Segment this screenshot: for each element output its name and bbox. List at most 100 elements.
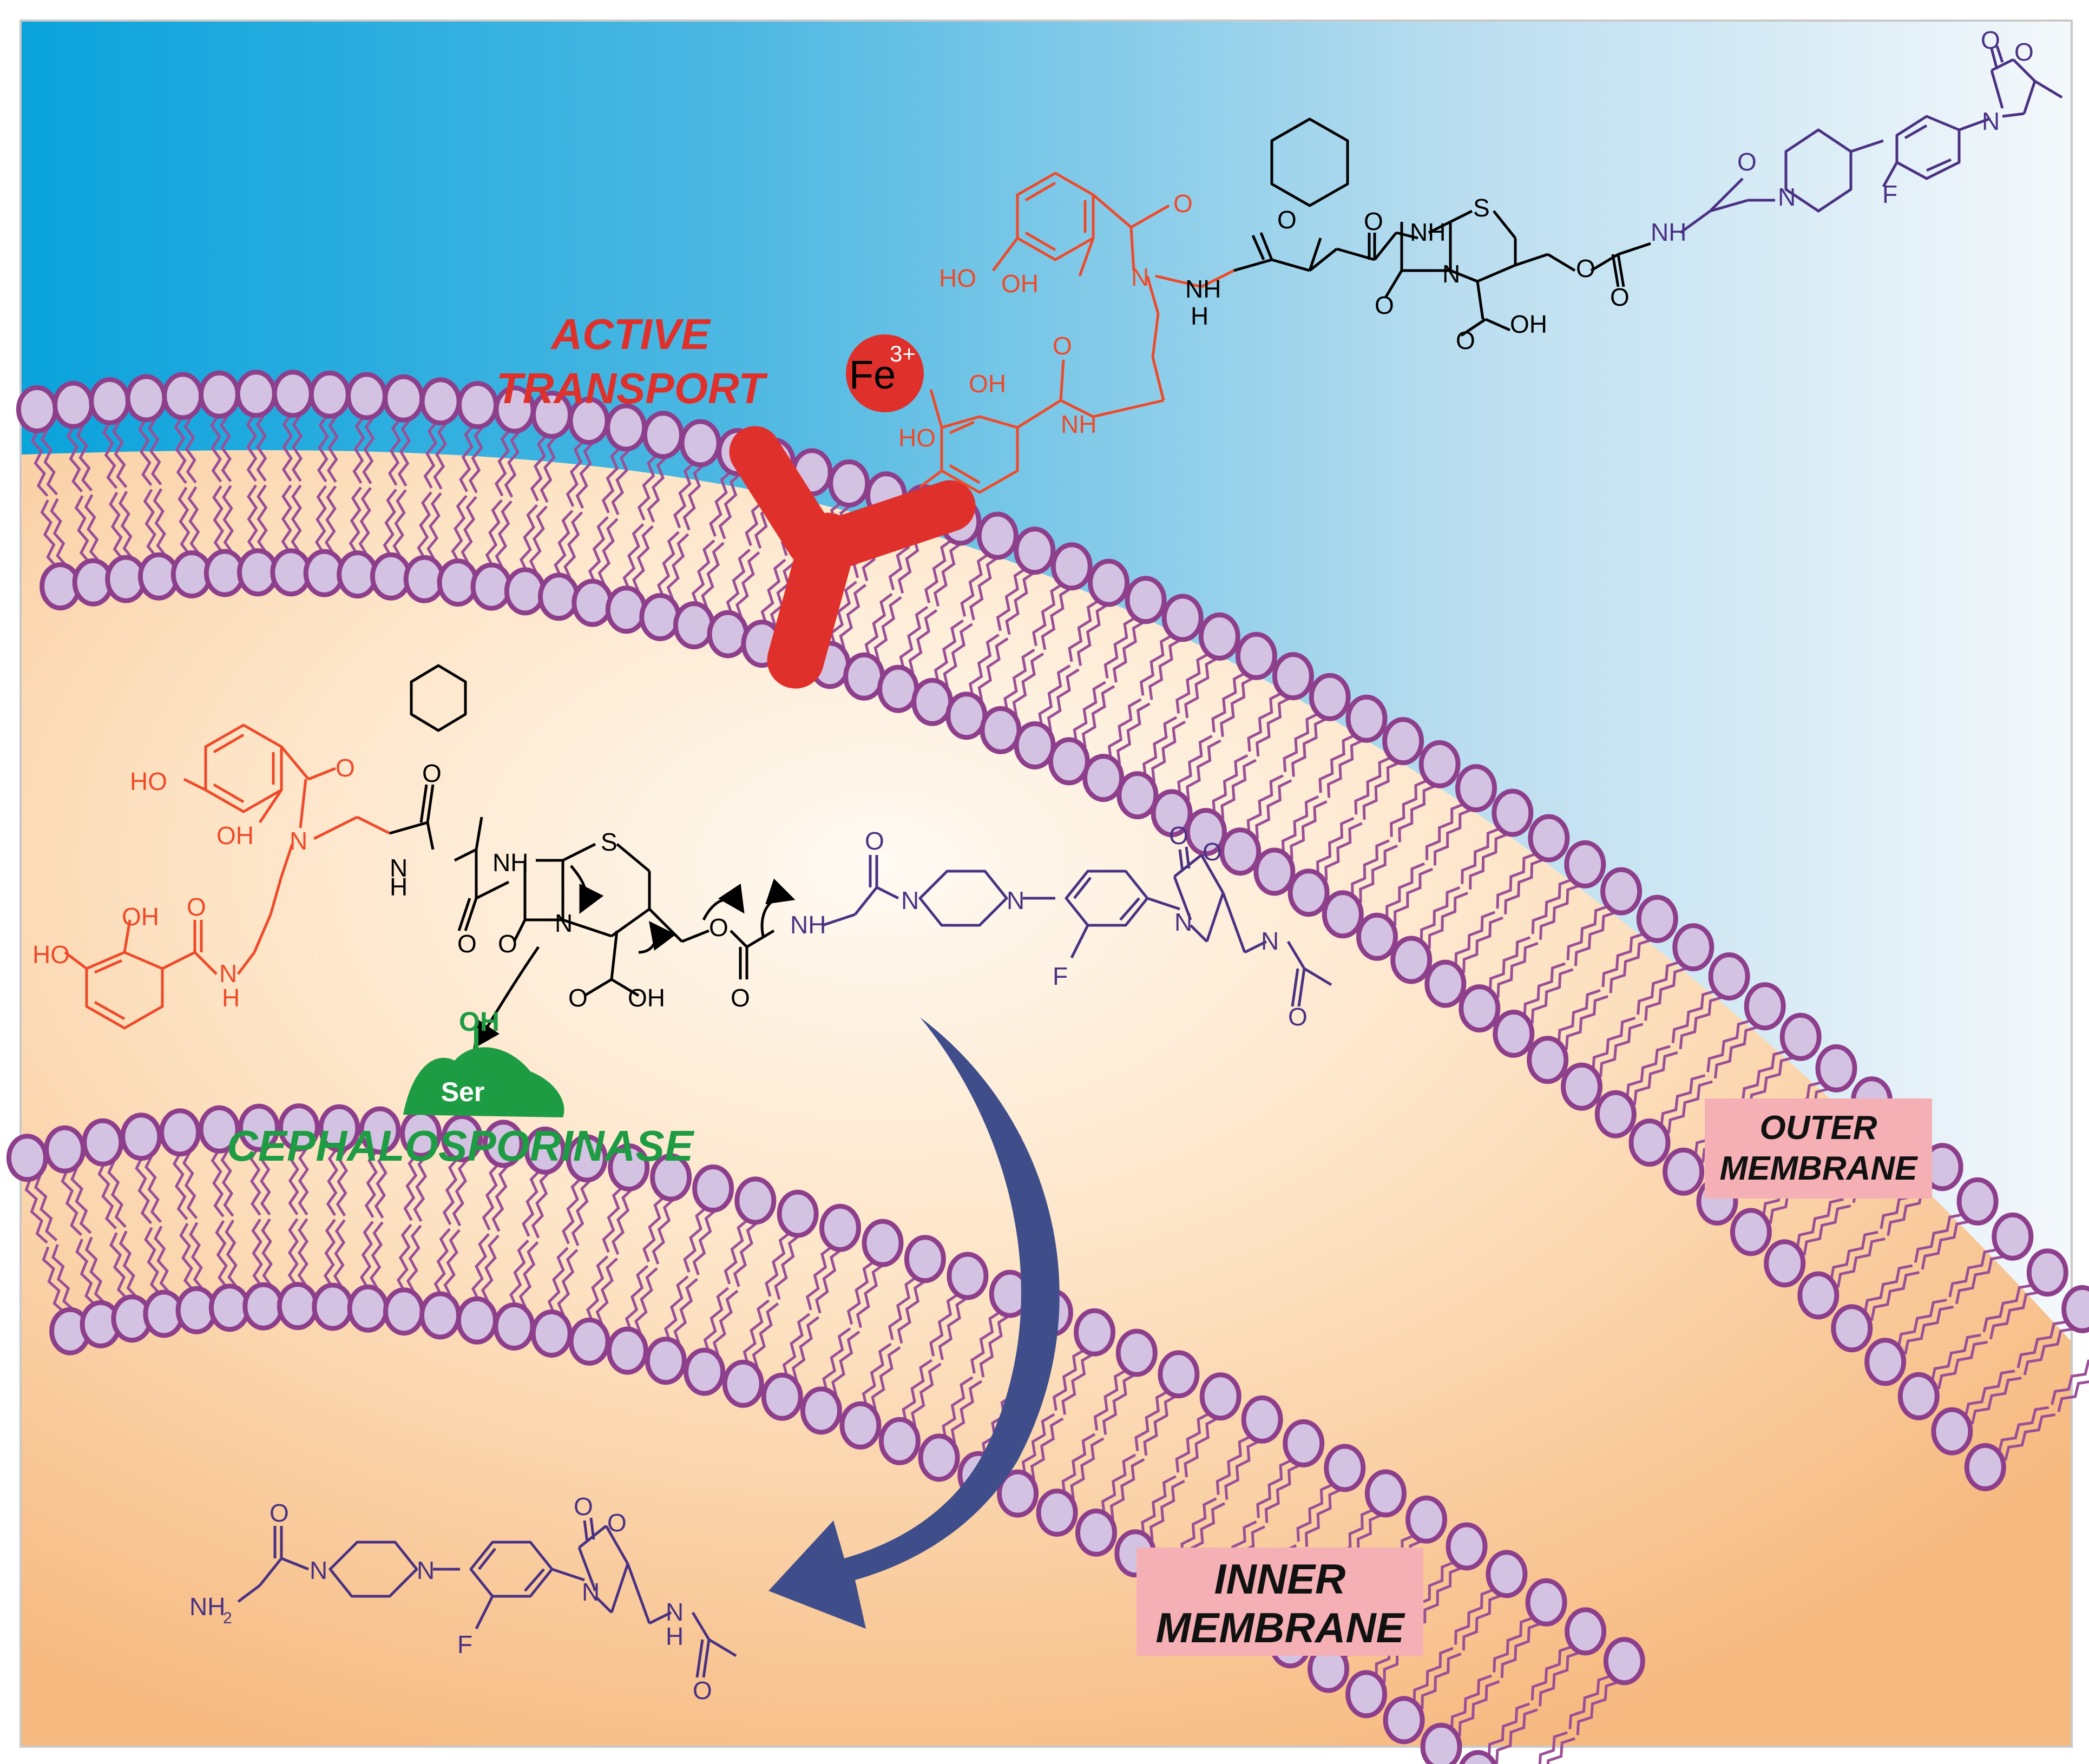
lipid-tail [1955,1255,2005,1305]
lipid-head [383,374,425,423]
lipid-tail [1487,1702,1530,1758]
lipid-tail [97,1161,117,1230]
lipid-tail [50,498,68,567]
lipid-tail [1660,1074,1706,1128]
lipid-head [639,593,681,641]
lipid-head [1459,1750,1497,1764]
lipid-tail [1796,1197,1844,1249]
lipid-tail [1038,664,1071,728]
atom-n-oxa-top-1: N [1778,183,1796,211]
lipid-tail [1359,844,1398,903]
lipid-tail [413,1153,429,1222]
lipid-head [1014,721,1056,769]
lipid-tail [1394,867,1434,926]
lipid-head [1628,1118,1671,1167]
lipid-tail [1644,966,1689,1021]
lipid-head [1455,764,1497,813]
lipid-tail [897,1279,927,1344]
lipid-tail [634,1267,658,1334]
lipid-head [44,1125,86,1174]
lipid-tail [960,552,990,617]
lipid-tail [1246,774,1284,834]
atom-nh-peri: N [219,959,237,988]
atom-oh-peri-2: OH [122,903,159,931]
lipid-head [566,1134,608,1183]
lipid-tail [522,1168,542,1237]
lipid-tail [1937,1340,1988,1390]
atom-o-released-2: O [574,1492,593,1521]
lipid-tail [586,1255,609,1323]
lipid-tail [718,472,743,539]
lipid-tail [281,412,293,482]
lipid-head [828,459,870,508]
lipid-tail [666,533,689,601]
lipid-tail [509,1239,529,1308]
lipid-head [980,706,1022,754]
lipid-head [1405,1495,1447,1544]
lipid-tail [664,1275,689,1342]
lipid-tail [1175,1412,1211,1473]
lipid-tail [839,584,867,650]
atom-n-oxa-peri-2: N [1007,886,1024,914]
atom-n-core-top: N [1442,260,1460,288]
lipid-tail [682,463,706,531]
lipid-head [1672,923,1714,972]
atom-n-top: N [1131,263,1149,291]
lipid-tail [1557,989,1601,1044]
lipid-tail [504,429,522,498]
lipid-tail [1142,716,1178,778]
lipid-head [862,1219,904,1267]
lipid-tail [51,1244,75,1312]
lipid-head [1235,631,1277,680]
lipid-head [272,370,314,418]
lipid-tail [938,1296,969,1360]
atom-o-core-peri-3: O [498,930,517,958]
lipid-tail [908,609,938,674]
lipid-tail [595,1258,618,1325]
lipid-head [457,381,498,430]
lipid-tail [287,1218,299,1287]
lipid-tail [352,414,366,484]
atom-oh-core-top: OH [1510,310,1547,338]
atom-n-peri: N [290,827,307,855]
lipid-head [235,370,277,418]
outer-membrane-tails [31,412,2089,1461]
lipid-tail [530,433,549,502]
lipid-tail [950,1380,983,1444]
lipid-tail [1116,702,1151,765]
lipid-tail [212,485,225,555]
atom-f-released: F [457,1630,472,1658]
lipid-head [1219,827,1262,876]
lipid-tail [726,549,751,616]
atom-n-released-2: N [417,1556,435,1584]
lipid-head [1446,1522,1488,1571]
lipid-tail [359,1221,374,1290]
lipid-tail [482,1162,501,1230]
lipid-tail [259,1146,271,1216]
lipid-tail [1224,1439,1261,1500]
atom-oh-top: OH [1001,269,1039,298]
lipid-tail [1998,1406,2049,1454]
lipid-head [2061,1285,2089,1333]
lipid-head [1418,740,1461,788]
lipid-head [568,1317,610,1366]
lipid-head [1964,1443,2006,1491]
lipid-tail [183,414,197,484]
lipid-tail [765,1230,792,1297]
lipid-tail [443,1229,461,1298]
lipid-tail [1385,862,1425,920]
lipid-head [1088,558,1130,607]
lipid-head [1322,890,1364,939]
outer-membrane-label-line1: OUTER [1760,1109,1877,1147]
lipid-head [608,1143,650,1192]
lipid-head [308,370,351,419]
lipid-head [761,1372,803,1421]
lipid-tail [107,1159,127,1228]
lipid-head [52,380,94,429]
lipid-head [684,1347,726,1396]
lipid-tail [108,491,124,561]
lipid-tail [433,1228,451,1297]
lipid-head [89,377,131,425]
lipid-head [1074,1308,1115,1357]
lipid-head [1764,1239,1806,1288]
